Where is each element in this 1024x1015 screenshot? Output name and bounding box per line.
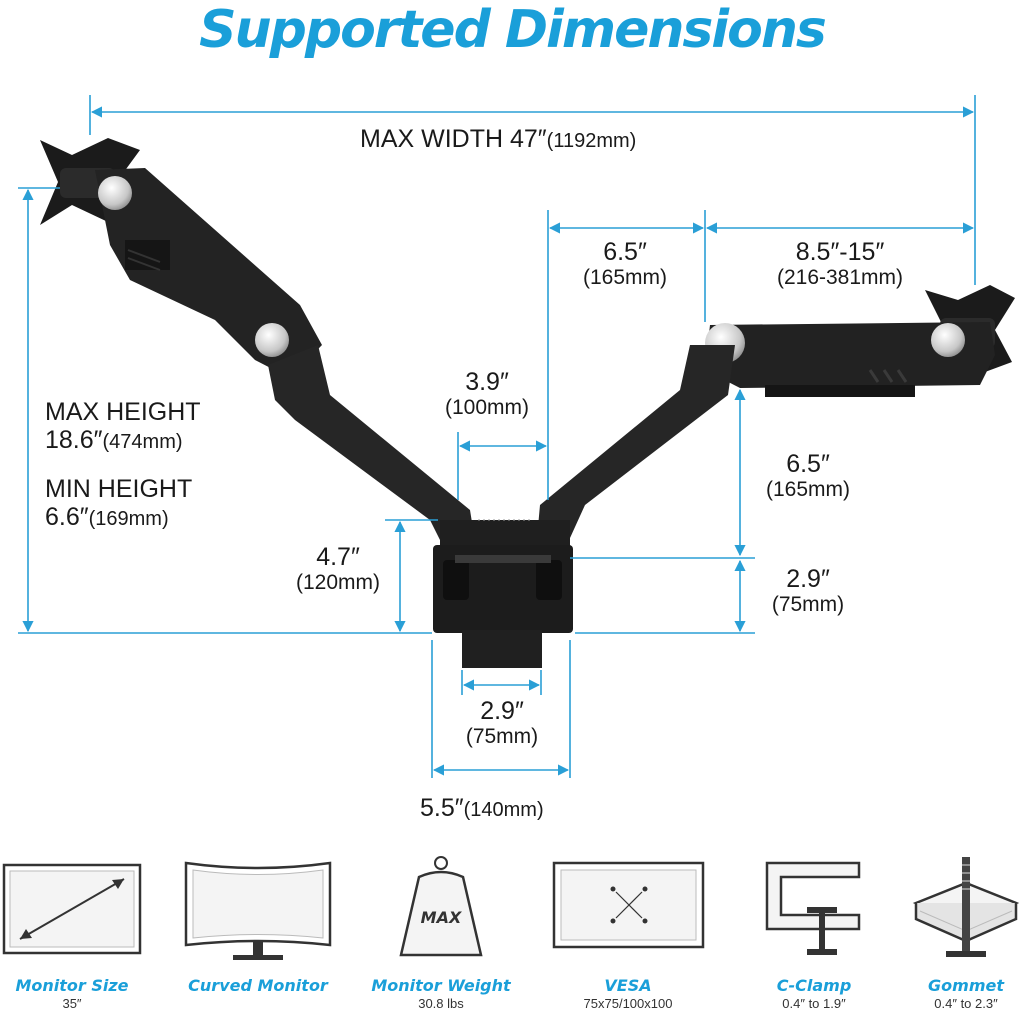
grommet-icon (912, 857, 1020, 957)
left-lower-arm (268, 345, 478, 560)
spec-label: C-Clamp (776, 976, 852, 995)
spec-curved-monitor: Curved Monitor (168, 855, 348, 996)
vesa-icon (552, 861, 704, 949)
spec-value: 30.8 lbs (418, 996, 464, 1011)
min-height-label: MIN HEIGHT 6.6″(169mm) (45, 475, 193, 531)
clamp-gap-label: 2.9″ (75mm) (465, 697, 539, 748)
spec-value: 75x75/100x100 (583, 996, 673, 1011)
spec-vesa: VESA 75x75/100x100 (538, 855, 718, 1011)
left-elbow-knob (255, 323, 289, 357)
spec-value: 35″ (62, 996, 82, 1011)
right-upper-arm (705, 322, 995, 388)
spec-value: 0.4″ to 1.9″ (782, 996, 846, 1011)
spec-monitor-size: Monitor Size 35″ (0, 855, 162, 1011)
weight-tag: MAX (421, 908, 462, 927)
base-width-label: 5.5″(140mm) (420, 794, 544, 822)
monitor-arm-drawing (40, 138, 1015, 668)
curved-monitor-icon (184, 861, 332, 960)
spec-monitor-weight: MAX Monitor Weight 30.8 lbs (351, 855, 531, 1011)
right-lower-label: 2.9″ (75mm) (771, 565, 845, 616)
spec-label: Monitor Size (15, 976, 129, 995)
arm-span-label: 6.5″ (165mm) (582, 238, 667, 289)
right-upper-label: 6.5″ (165mm) (765, 450, 850, 501)
spec-label: Monitor Weight (371, 976, 511, 995)
max-height-label: MAX HEIGHT 18.6″(474mm) (45, 398, 201, 454)
spec-c-clamp: C-Clamp 0.4″ to 1.9″ (724, 855, 904, 1011)
right-tilt-knob (931, 323, 965, 357)
monitor-size-icon (2, 863, 142, 955)
spec-value: 0.4″ to 2.3″ (934, 996, 998, 1011)
spec-label: Gommet (928, 976, 1004, 995)
weight-icon: MAX (399, 856, 483, 957)
spec-grommet: Gommet 0.4″ to 2.3″ (876, 855, 1024, 1011)
max-width-label: MAX WIDTH 47″(1192mm) (360, 125, 637, 153)
spec-label: VESA (604, 976, 652, 995)
c-clamp-icon (765, 861, 861, 955)
left-tilt-knob (98, 176, 132, 210)
page-title: Supported Dimensions (199, 0, 827, 60)
pole-gap-label: 3.9″ (100mm) (444, 368, 529, 419)
spec-icons-row: Monitor Size 35″ Curved Monitor MAX Moni… (0, 855, 1024, 1015)
dimension-lines (18, 95, 976, 778)
arm-extension-label: 8.5″-15″ (216-381mm) (776, 238, 904, 289)
left-height-label: 4.7″ (120mm) (295, 543, 380, 594)
base-clamp (433, 519, 573, 668)
spec-label: Curved Monitor (188, 976, 328, 995)
mount-diagram (18, 95, 1015, 778)
right-lower-arm (535, 345, 735, 560)
